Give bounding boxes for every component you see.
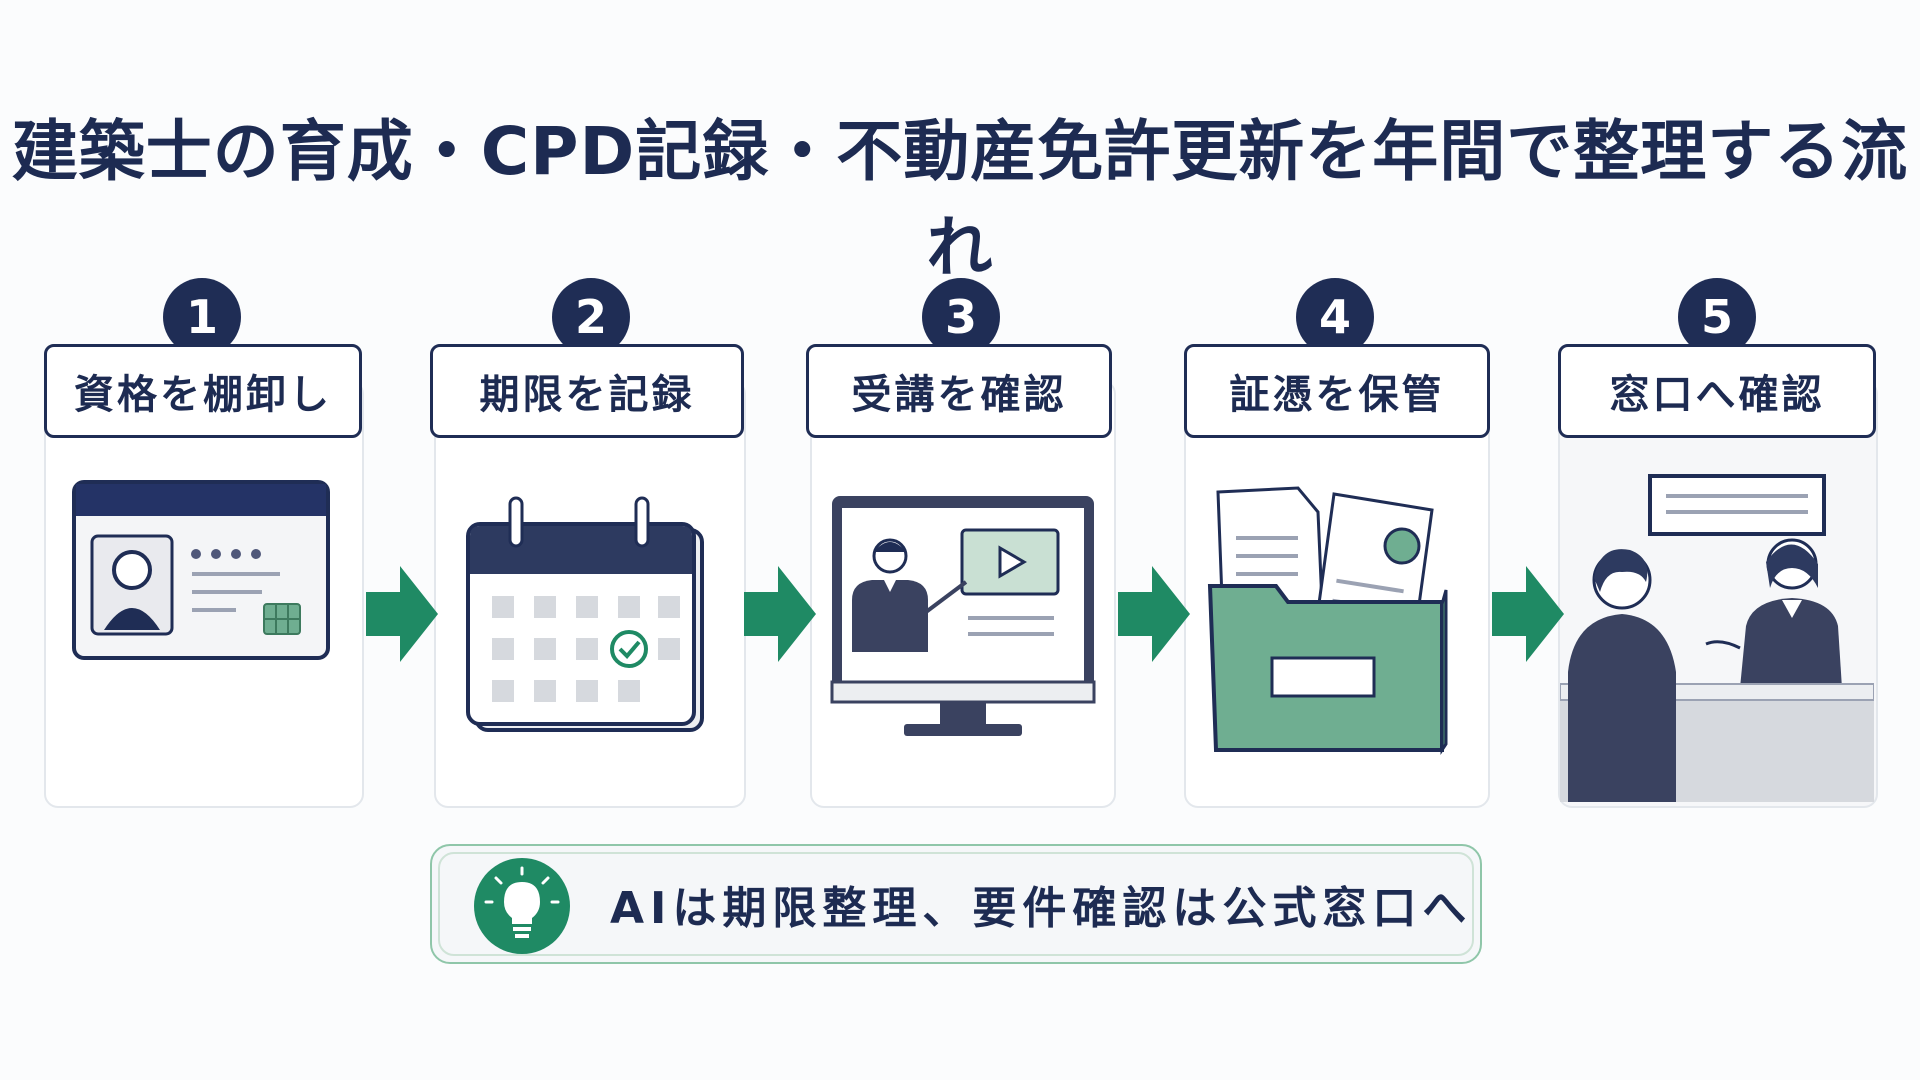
step-label: 窓口へ確認	[1558, 344, 1876, 438]
calendar-icon	[466, 496, 704, 732]
step-label: 証憑を保管	[1184, 344, 1490, 438]
tip-text: AIは期限整理、要件確認は公式窓口へ	[610, 883, 1473, 934]
flow-arrow-1	[366, 566, 438, 662]
tip-inner-border	[438, 852, 1474, 956]
online-lecture-icon	[830, 496, 1096, 736]
step-label: 資格を棚卸し	[44, 344, 362, 438]
flow-arrow-3	[1118, 566, 1190, 662]
service-counter-icon	[1560, 474, 1874, 802]
step-label: 受講を確認	[806, 344, 1112, 438]
flow-arrow-2	[744, 566, 816, 662]
tip-box: AIは期限整理、要件確認は公式窓口へ	[430, 844, 1482, 964]
document-folder-icon	[1207, 486, 1448, 755]
flow-arrow-4	[1492, 566, 1564, 662]
step-number-badge: 5	[1678, 278, 1756, 356]
page-title: 建築士の育成・CPD記録・不動産免許更新を年間で整理する流れ	[11, 113, 1909, 286]
step-number-badge: 2	[552, 278, 630, 356]
step-number-badge: 1	[163, 278, 241, 356]
lightbulb-icon	[474, 858, 570, 954]
step-number-badge: 3	[922, 278, 1000, 356]
license-card-icon	[72, 480, 330, 660]
step-number-badge: 4	[1296, 278, 1374, 356]
step-label: 期限を記録	[430, 344, 744, 438]
